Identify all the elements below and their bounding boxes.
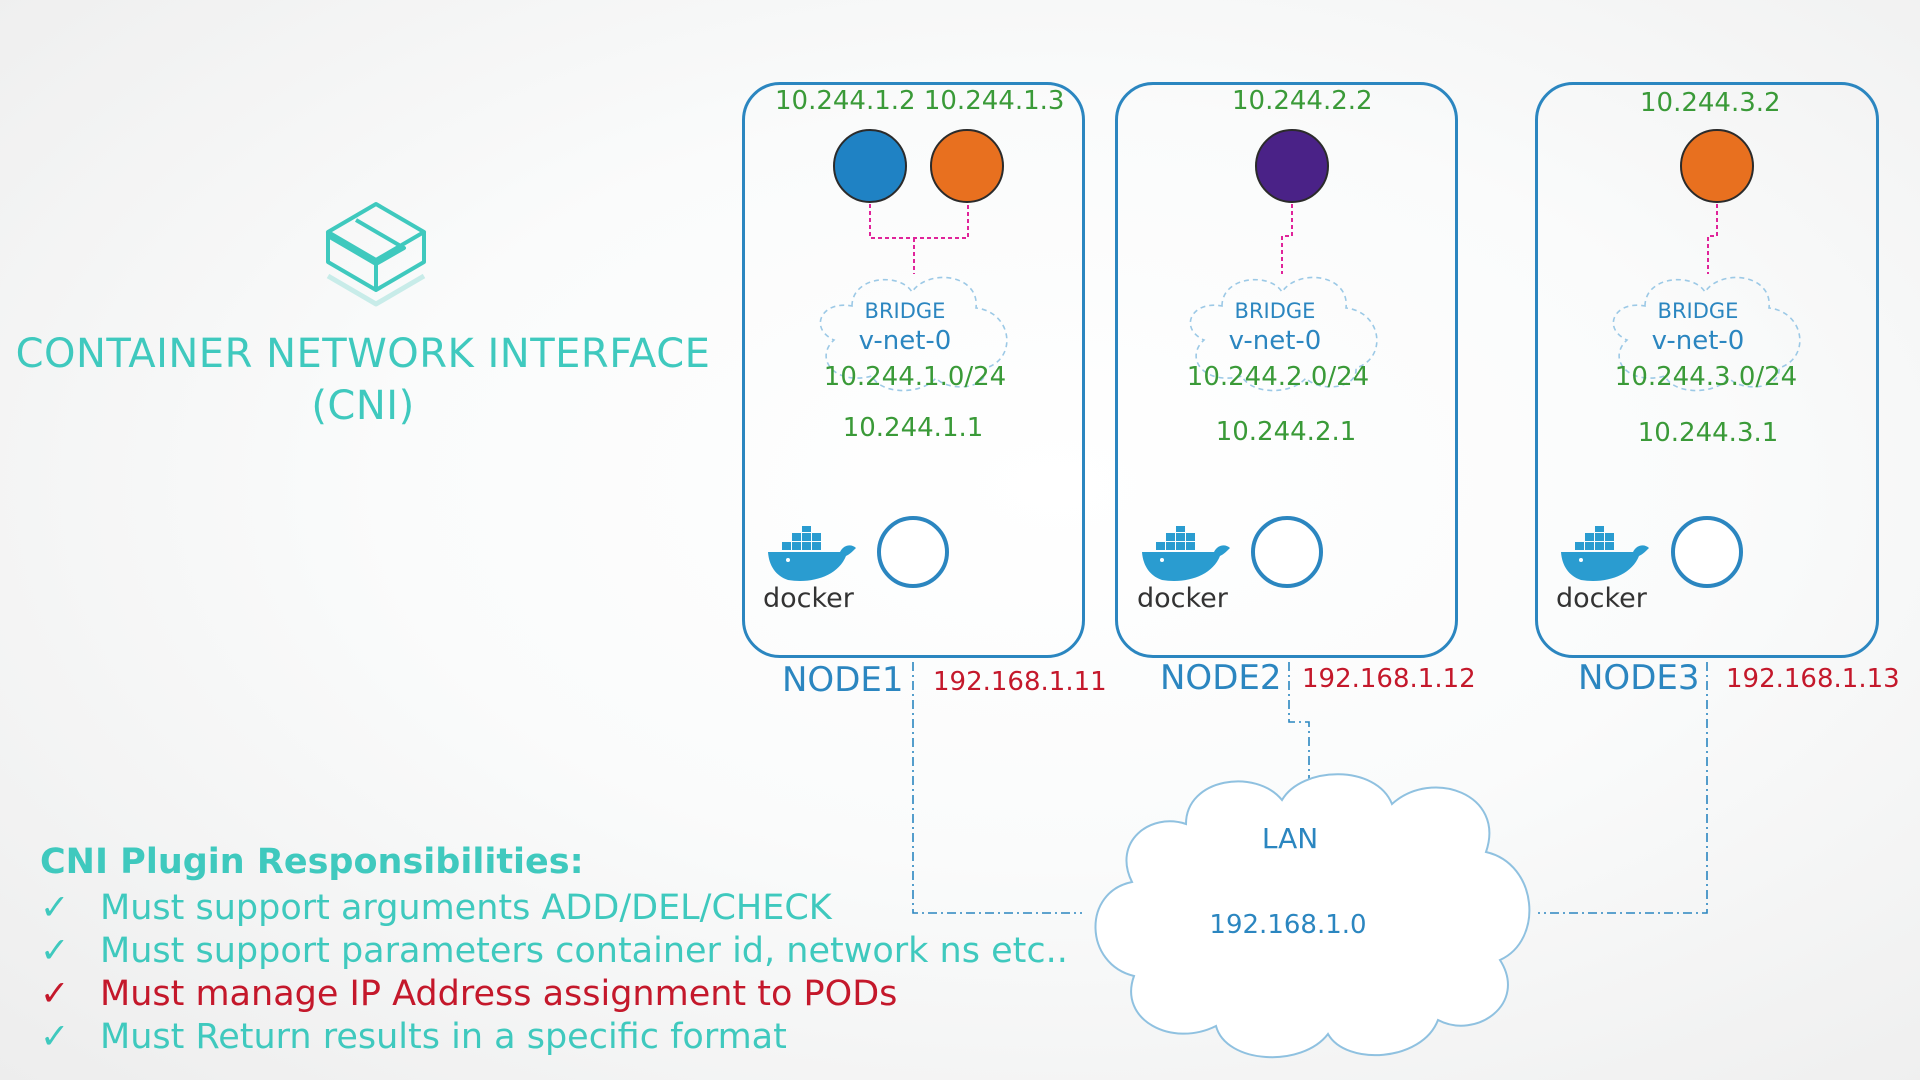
node-3-bridge-links xyxy=(1707,204,1718,274)
responsibilities-title: CNI Plugin Responsibilities: xyxy=(40,842,584,882)
node-3-host-interface[interactable] xyxy=(1671,516,1743,588)
node-1-bridge-name: v-net-0 xyxy=(858,326,952,356)
node-1-bridge-links xyxy=(869,204,969,274)
node-2-bridge-links xyxy=(1281,204,1293,274)
node-3-bridge-label: BRIDGE xyxy=(1657,299,1739,323)
node-3-gateway-ip: 10.244.3.1 xyxy=(1637,418,1779,448)
title-line-2: (CNI) xyxy=(311,383,415,429)
node-2-bridge-label: BRIDGE xyxy=(1234,299,1316,323)
node-1-bridge-cloud-icon xyxy=(819,276,1008,392)
node-1-pod-2[interactable] xyxy=(930,129,1004,203)
node-1-docker-whale-icon xyxy=(768,526,856,581)
responsibility-text: Must manage IP Address assignment to POD… xyxy=(100,974,898,1014)
node-1-host-ip: 192.168.1.11 xyxy=(933,667,1107,697)
title-line-1: CONTAINER NETWORK INTERFACE xyxy=(15,331,711,377)
node-2-gateway-ip: 10.244.2.1 xyxy=(1215,417,1357,447)
node-2-bridge-name: v-net-0 xyxy=(1228,326,1322,356)
responsibility-item: ✓ Must support arguments ADD/DEL/CHECK xyxy=(40,888,832,928)
node-3-host-ip: 192.168.1.13 xyxy=(1726,664,1900,694)
lan-cloud-icon xyxy=(1094,773,1531,1059)
node-3-bridge-cloud-icon xyxy=(1612,276,1801,392)
node-1-host-interface[interactable] xyxy=(877,516,949,588)
check-icon: ✓ xyxy=(40,888,70,928)
node-1-pod-1[interactable] xyxy=(833,129,907,203)
node-2-host-interface[interactable] xyxy=(1251,516,1323,588)
node-3-pod-ips: 10.244.3.2 xyxy=(1640,88,1781,118)
node-1-subnet: 10.244.1.0/24 xyxy=(823,362,1007,392)
node-3-name: NODE3 xyxy=(1578,658,1700,698)
node-1-gateway-ip: 10.244.1.1 xyxy=(842,413,984,443)
cni-logo-icon xyxy=(326,202,426,307)
check-icon: ✓ xyxy=(40,974,70,1014)
node-2-box xyxy=(1115,82,1458,658)
node-3-subnet: 10.244.3.0/24 xyxy=(1614,362,1798,392)
node-1-pod-ips: 10.244.1.2 10.244.1.3 xyxy=(775,86,1065,116)
node-3-docker-whale-icon xyxy=(1561,526,1649,581)
lan-label: LAN xyxy=(1261,822,1319,855)
node-2-docker-label: docker xyxy=(1137,583,1228,614)
node-2-subnet: 10.244.2.0/24 xyxy=(1186,362,1370,392)
check-icon: ✓ xyxy=(40,931,70,971)
node-1-bridge-label: BRIDGE xyxy=(864,299,946,323)
page-title: CONTAINER NETWORK INTERFACE (CNI) xyxy=(0,328,726,432)
node-2-docker-whale-icon xyxy=(1142,526,1230,581)
node-1-name: NODE1 xyxy=(782,660,904,700)
node-2-bridge-cloud-icon xyxy=(1189,276,1378,392)
lan-network-ip: 192.168.1.0 xyxy=(1209,910,1367,940)
node-1-box xyxy=(742,82,1085,658)
check-icon: ✓ xyxy=(40,1017,70,1057)
node-2-pod-ips: 10.244.2.2 xyxy=(1232,86,1373,116)
responsibility-text: Must support arguments ADD/DEL/CHECK xyxy=(100,888,832,928)
node-2-host-ip: 192.168.1.12 xyxy=(1302,664,1476,694)
node-3-box xyxy=(1535,82,1879,658)
node-3-docker-label: docker xyxy=(1556,583,1647,614)
responsibility-text: Must support parameters container id, ne… xyxy=(100,931,1068,971)
node-1-docker-label: docker xyxy=(763,583,854,614)
node-2-name: NODE2 xyxy=(1160,658,1282,698)
node-2-pod-1[interactable] xyxy=(1255,129,1329,203)
node-3-bridge-name: v-net-0 xyxy=(1651,326,1745,356)
responsibility-item: ✓ Must support parameters container id, n… xyxy=(40,931,1068,971)
node-3-pod-1[interactable] xyxy=(1680,129,1754,203)
responsibility-text: Must Return results in a specific format xyxy=(100,1017,787,1057)
responsibility-item: ✓ Must Return results in a specific forma… xyxy=(40,1017,787,1057)
responsibility-item-highlighted: ✓ Must manage IP Address assignment to PO… xyxy=(40,974,897,1014)
